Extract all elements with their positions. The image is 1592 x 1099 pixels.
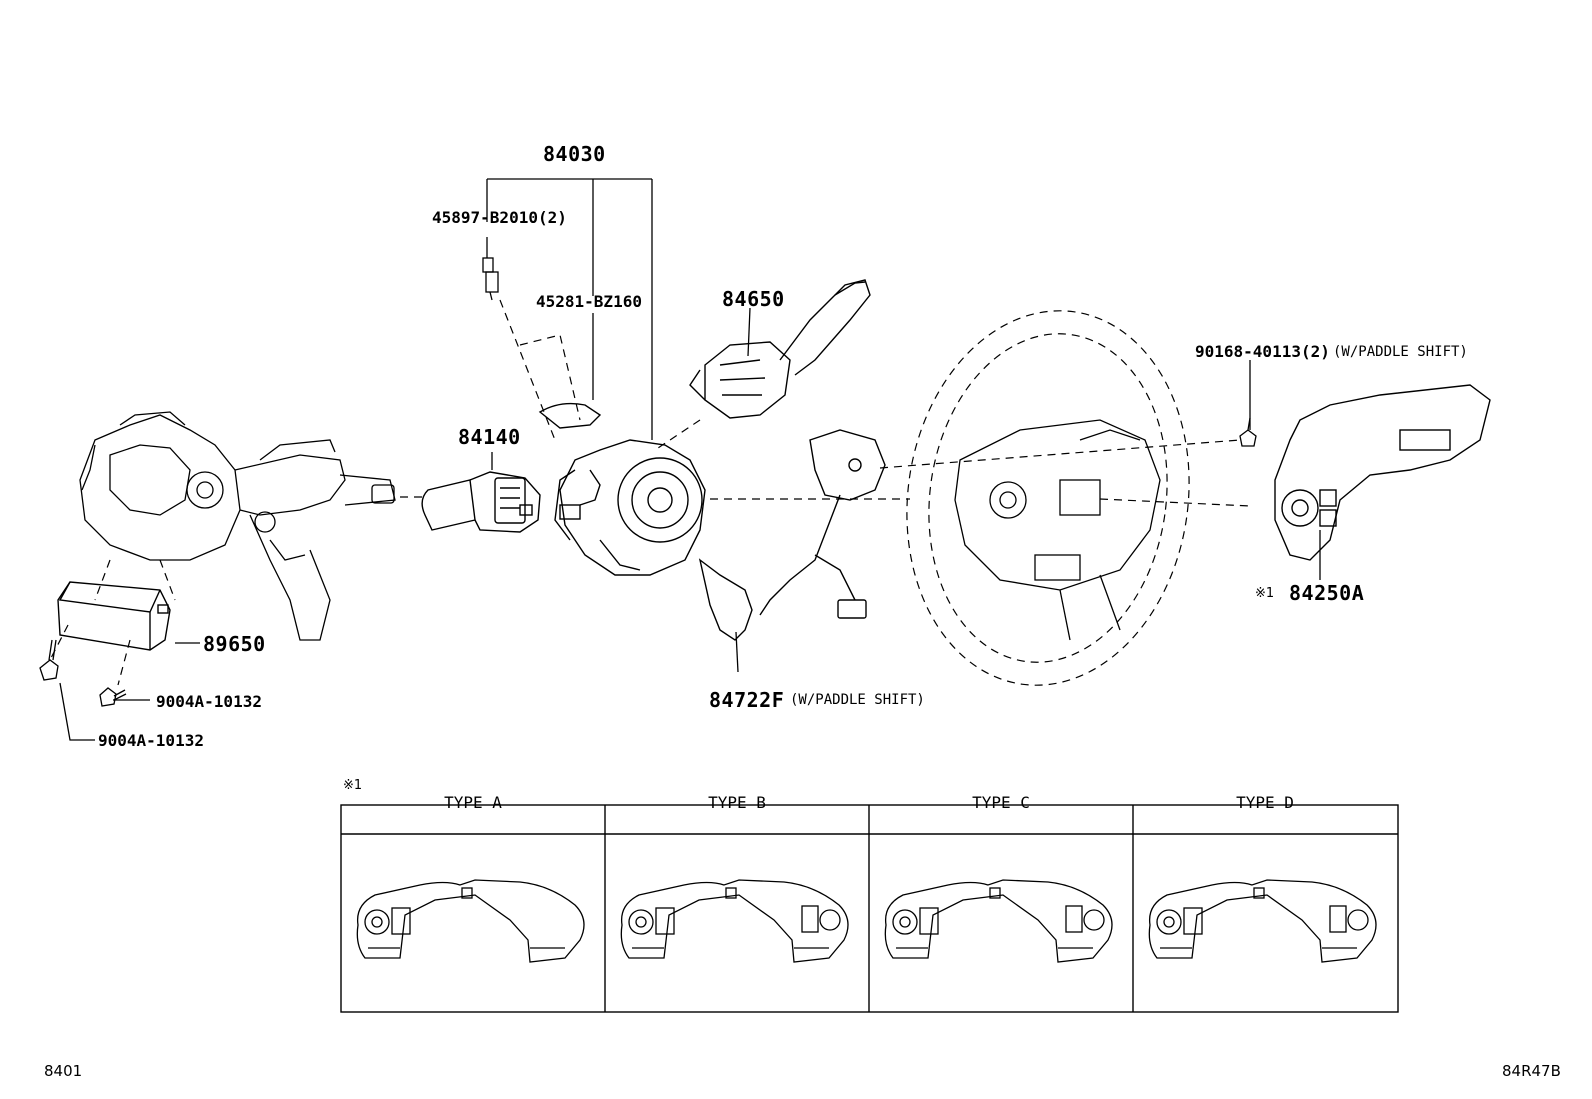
paddle-shift-84722f [698, 429, 886, 641]
label-84250a: 84250A [1289, 581, 1365, 605]
table-header-type-c: TYPE C [972, 793, 1030, 812]
steering-column [79, 411, 396, 641]
combination-switch-84030 [538, 402, 706, 576]
label-89650: 89650 [203, 632, 266, 656]
steering-wheel [954, 419, 1161, 641]
switch-84650 [689, 279, 871, 419]
label-9004a-10132-a: 9004A-10132 [156, 692, 262, 711]
footer-left-code: 8401 [44, 1062, 83, 1080]
type-sketches [356, 879, 1377, 963]
table-header-type-a: TYPE A [444, 793, 502, 812]
label-84650: 84650 [722, 287, 785, 311]
label-84722f: 84722F [709, 688, 785, 712]
label-84030: 84030 [543, 142, 606, 166]
type-d-sketch [1148, 879, 1377, 963]
type-table [340, 804, 1399, 1013]
bolts [39, 639, 127, 707]
label-9004a-10132-b: 9004A-10132 [98, 731, 204, 750]
type-a-sketch [356, 879, 585, 963]
leader-lines [59, 178, 1321, 741]
screw-90168 [1239, 417, 1257, 447]
label-84250a-mark: ※1 [1255, 586, 1275, 601]
label-45281-bz160: 45281-BZ160 [536, 292, 642, 311]
table-header-type-d: TYPE D [1236, 793, 1294, 812]
label-90168-note: (W/PADDLE SHIFT) [1333, 344, 1468, 360]
switch-84140 [421, 471, 541, 533]
type-b-sketch [620, 879, 849, 963]
dashed-assembly-lines [49, 299, 1251, 686]
switch-84250a [1274, 384, 1491, 561]
type-c-sketch [884, 879, 1113, 963]
label-45897-b2010: 45897-B2010(2) [432, 208, 567, 227]
pin-45897 [482, 257, 499, 301]
label-90168-40113: 90168-40113(2) [1195, 342, 1330, 361]
label-84722f-note: (W/PADDLE SHIFT) [790, 692, 925, 708]
table-mark: ※1 [343, 778, 363, 793]
ecu-89650 [57, 581, 171, 651]
table-header-type-b: TYPE B [708, 793, 766, 812]
label-84140: 84140 [458, 425, 521, 449]
footer-right-code: 84R47B [1502, 1062, 1561, 1080]
